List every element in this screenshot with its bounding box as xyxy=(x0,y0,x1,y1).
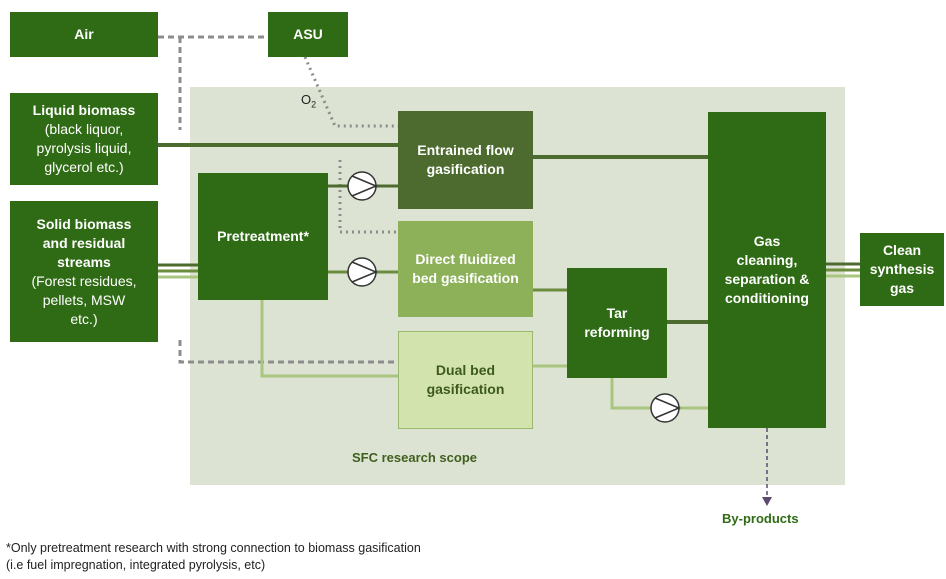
byproducts-label: By-products xyxy=(722,511,799,526)
byproducts-arrow-head xyxy=(762,497,772,506)
solid-biomass-node: Solid biomass and residual streams (Fore… xyxy=(10,201,158,342)
o2-line-entrained xyxy=(303,56,398,128)
footnote-line-1: *Only pretreatment research with strong … xyxy=(6,541,421,555)
asu-node: ASU xyxy=(268,12,348,57)
scope-label: SFC research scope xyxy=(352,450,478,465)
dual-bed-gasification-node: Dual bed gasification xyxy=(398,331,533,429)
pretreatment-to-dual-feed xyxy=(260,300,398,378)
clean-synthesis-gas-node: Clean synthesis gas xyxy=(860,233,944,306)
pump-icon-entrained xyxy=(347,171,378,201)
liquid-biomass-detail: (black liquor, pyrolysis liquid, glycero… xyxy=(36,121,132,175)
o2-line-direct xyxy=(338,160,398,234)
entrained-flow-gasification-node: Entrained flow gasification xyxy=(398,111,533,209)
o2-label-sub: 2 xyxy=(311,99,317,110)
air-node: Air xyxy=(10,12,158,57)
liquid-biomass-title: Liquid biomass xyxy=(32,102,136,118)
o2-label-base: O xyxy=(301,92,312,107)
pretreatment-node: Pretreatment* xyxy=(198,173,328,300)
footnote-line-2: (i.e fuel impregnation, integrated pyrol… xyxy=(6,558,266,572)
pump-icon-tar xyxy=(650,393,681,423)
pump-icon-direct xyxy=(347,257,378,287)
solid-biomass-title: Solid biomass and residual streams xyxy=(36,215,132,270)
direct-fluidized-bed-gasification-node: Direct fluidized bed gasification xyxy=(398,221,533,317)
tar-reforming-node: Tar reforming xyxy=(567,268,667,378)
air-to-dual-bed-line-lower xyxy=(178,340,398,364)
solid-biomass-detail: (Forest residues, pellets, MSW etc.) xyxy=(31,272,137,327)
liquid-biomass-node: Liquid biomass (black liquor, pyrolysis … xyxy=(10,93,158,185)
gas-cleaning-node: Gas cleaning, separation & conditioning xyxy=(708,112,826,428)
o2-label: O2 xyxy=(301,92,316,110)
footnote: *Only pretreatment research with strong … xyxy=(6,540,421,574)
